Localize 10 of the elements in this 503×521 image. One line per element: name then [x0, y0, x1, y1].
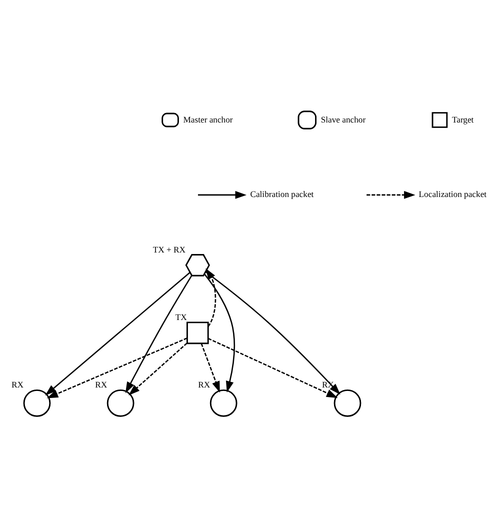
legend-label: Localization packet: [418, 189, 487, 200]
node-label: TX: [175, 312, 187, 322]
legend-label: Slave anchor: [320, 114, 366, 124]
node-label: RX: [12, 380, 24, 390]
node-label: RX: [198, 380, 210, 390]
legend-label: Target: [452, 114, 474, 124]
node-label: RX: [95, 380, 108, 390]
legend-label: Master anchor: [183, 114, 233, 124]
legend-label: Calibration packet: [250, 189, 314, 200]
node-label: TX + RX: [152, 244, 186, 254]
